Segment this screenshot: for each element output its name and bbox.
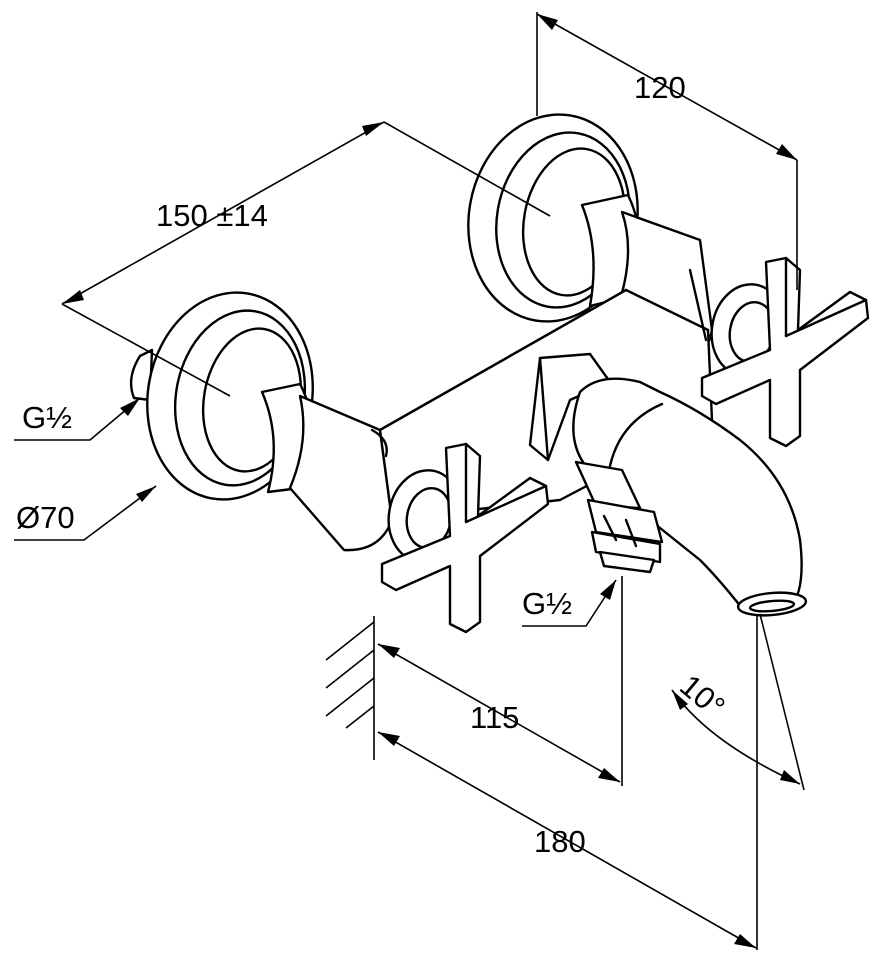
rosette-diameter-leader bbox=[14, 485, 157, 541]
front-connection-pipe bbox=[260, 382, 394, 552]
diverter-wedge bbox=[528, 352, 612, 462]
spout-angle-dimension bbox=[671, 613, 805, 791]
dim-label-120: 120 bbox=[634, 70, 686, 105]
dimension-120 bbox=[536, 12, 798, 290]
inlet-thread-label: G½ bbox=[22, 400, 72, 435]
dimension-115 bbox=[377, 576, 623, 786]
rosette-diameter-label: Ø70 bbox=[16, 500, 75, 535]
wall-hatching bbox=[325, 616, 375, 760]
dim-label-115: 115 bbox=[470, 700, 519, 735]
outlet-thread-leader bbox=[522, 579, 617, 627]
cold-cross-handle bbox=[380, 442, 550, 634]
shower-outlet-connector bbox=[574, 460, 664, 574]
dim-label-angle: 10° bbox=[673, 668, 731, 725]
outlet-thread-label: G½ bbox=[522, 586, 572, 621]
dim-label-150: 150 ±14 bbox=[156, 198, 268, 233]
inlet-thread-leader bbox=[14, 397, 141, 441]
hot-cross-handle bbox=[700, 256, 870, 448]
dim-label-180: 180 bbox=[534, 824, 586, 859]
dimension-180 bbox=[377, 614, 758, 950]
dimension-150 bbox=[61, 121, 551, 397]
